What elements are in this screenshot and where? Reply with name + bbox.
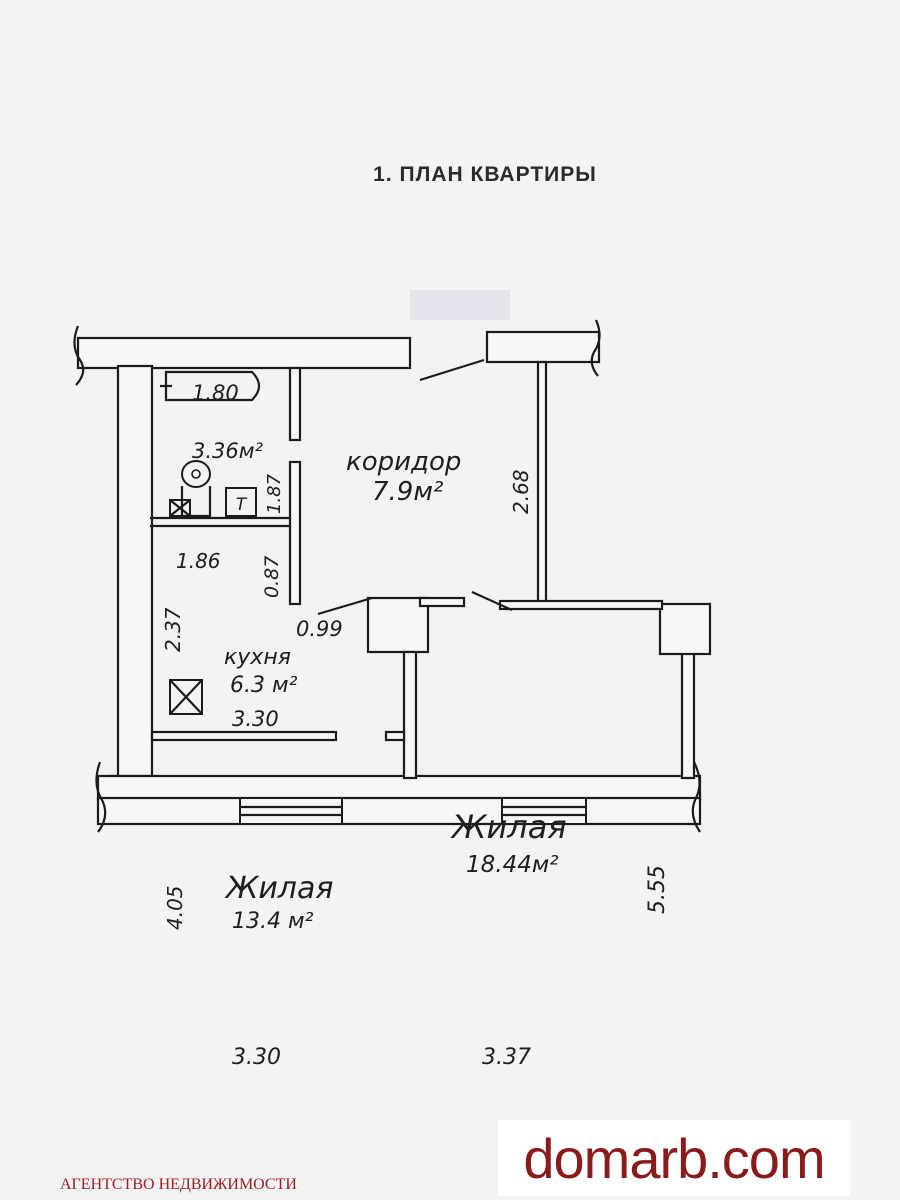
kitchen-door-swing [317,596,373,616]
outer-wall-left [116,364,154,780]
valve-icon [169,499,191,517]
bathtub-icon [160,370,261,402]
corridor-wall-right [536,360,548,606]
page-title: 1. ПЛАН КВАРТИРЫ [373,163,597,186]
living-left-name: Жилая [224,871,333,906]
pillar-right [658,602,712,656]
break-mark-bottom-left [95,761,107,833]
living-left-height-dim: 4.05 [163,885,187,930]
bath-partition-mid [288,460,302,606]
water-heater-icon: T [225,487,257,517]
agency-caption: АГЕНТСТВО НЕДВИЖИМОСТИ [60,1176,297,1193]
corridor-wall-dim: 0.87 [261,556,283,598]
corridor-name: коридор [346,447,461,477]
bottom-wall [96,774,702,802]
ventilation-wing [418,596,466,608]
watermark-text: domarb.com [523,1126,825,1190]
bath-floor-line [150,516,290,528]
corridor-height-dim: 2.68 [509,469,533,514]
window-left [239,797,343,825]
break-mark-top-right [590,319,601,377]
entry-door-swing [419,358,485,382]
kitchen-width-dim: 3.30 [232,707,279,731]
outer-wall-right [680,650,696,780]
living-right-name: Жилая [450,808,567,846]
tank-mark: T [236,495,248,515]
corridor-wall-bottom [498,599,664,611]
ventilation-block [366,596,430,654]
kitchen-area: 6.3 м² [230,673,298,698]
living-left-width-dim: 3.30 [232,1045,281,1070]
top-wall-left [76,336,412,370]
watermark-box: domarb.com [498,1120,850,1196]
corridor-area: 7.9м² [372,477,443,507]
window-right [501,797,587,825]
scan-smudge [410,290,510,320]
living-right-area: 18.44м² [466,852,558,878]
partition-living-vertical [402,650,418,780]
kitchen-partition-stub [384,730,406,742]
bath-tub-dim: 1.80 [192,381,239,405]
bottom-wall-outer [96,796,702,826]
top-wall-right [485,330,601,364]
kitchen-height-dim: 2.37 [161,607,185,652]
bath-area: 3.36м² [192,439,264,463]
living-left-area: 13.4 м² [232,909,314,934]
break-mark-bottom-right [691,761,701,833]
corridor-door-dim: 0.99 [296,617,343,641]
kitchen-name: кухня [224,645,291,670]
break-mark-top-left [73,325,85,386]
living-right-width-dim: 3.37 [482,1045,531,1070]
kitchen-partition [150,730,338,742]
toilet-icon [180,460,212,518]
bath-width-dim: 1.86 [176,549,221,573]
living-right-height-dim: 5.55 [645,865,670,914]
bath-height-dim: 1.87 [264,473,285,514]
room-door-swing [471,590,513,612]
stove-icon [169,679,203,715]
bath-partition-top [288,366,302,442]
